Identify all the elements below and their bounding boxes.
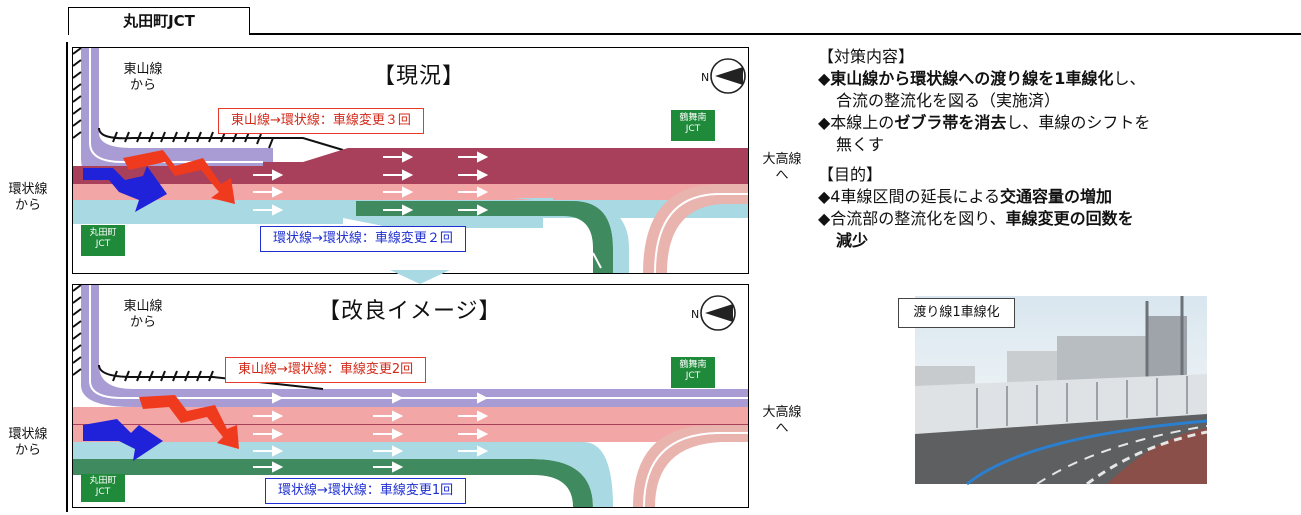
measures-item-1-line2: 合流の整流化を図る（実施済） xyxy=(836,91,1061,110)
lane-arrows xyxy=(253,151,489,216)
higashiyama-label-2: 東山線から xyxy=(123,299,163,330)
ring-from-label-2: 環状線から xyxy=(8,427,48,458)
purpose-item-2: ◆合流部の整流化を図り、車線変更の回数を xyxy=(818,209,1134,228)
lane-green-2 xyxy=(73,459,593,507)
blue-arrow xyxy=(83,166,167,212)
diagram-current: N 東山線から 【現況】 東山線→環状線：車線変更３回 環状線→環状線：車線変更… xyxy=(72,47,749,274)
current-note-red: 東山線→環状線：車線変更３回 xyxy=(218,108,424,134)
compass-icon-2: N xyxy=(691,295,736,331)
photo-caption: 渡り線1車線化 xyxy=(898,298,1015,328)
lane-arrows-2 xyxy=(253,392,489,473)
road-photo-image xyxy=(877,296,1208,501)
red-arrow xyxy=(123,150,235,204)
purpose-item-2-line2: 減少 xyxy=(836,231,869,250)
purpose-heading: 【目的】 xyxy=(818,165,883,184)
frame-left-rule xyxy=(66,42,68,512)
ring-from-label: 環状線から xyxy=(8,182,48,213)
svg-text:N: N xyxy=(701,71,709,84)
improved-title: 【改良イメージ】 xyxy=(318,299,502,324)
blue-arrow-2 xyxy=(83,419,163,461)
compass-icon: N xyxy=(701,58,746,94)
improved-note-blue: 環状線→環状線：車線変更1回 xyxy=(265,478,467,504)
improved-note-red: 東山線→環状線：車線変更2回 xyxy=(225,357,427,383)
current-note-blue: 環状線→環状線：車線変更２回 xyxy=(260,226,466,252)
measures-heading: 【対策内容】 xyxy=(818,47,915,66)
lane-lightblue-2 xyxy=(73,442,533,459)
measures-item-1: ◆東山線から環状線への渡り線を1車線化し、 xyxy=(818,69,1146,88)
page-title: 丸田町JCT xyxy=(68,7,250,35)
diagram-improved: N 東山線から 【改良イメージ】 東山線→環状線：車線変更2回 環状線→環状線：… xyxy=(72,284,749,508)
svg-text:N: N xyxy=(691,308,699,321)
purpose-item-1: ◆4車線区間の延長による交通容量の増加 xyxy=(818,187,1113,206)
higashiyama-label: 東山線から xyxy=(123,62,163,93)
otaka-label-2: 大高線へ xyxy=(762,405,802,436)
red-arrow-2 xyxy=(139,395,239,449)
measures-item-2: ◆本線上のゼブラ帯を消去し、車線のシフトを xyxy=(818,113,1151,132)
ramp-purple xyxy=(81,48,273,176)
lane-green xyxy=(356,201,613,273)
transition-chevron xyxy=(390,270,450,284)
measures-item-2-line2: 無くす xyxy=(836,135,885,154)
lane-maroon xyxy=(263,148,748,176)
lane-pink-2 xyxy=(73,407,748,424)
site-photo xyxy=(877,296,1208,501)
otaka-label: 大高線へ xyxy=(762,152,802,183)
ramp-salmon xyxy=(643,184,748,273)
ramp-salmon-2 xyxy=(633,425,748,507)
improved-road-diagram: N xyxy=(73,285,748,507)
measures-section: 【対策内容】 ◆東山線から環状線への渡り線を1車線化し、 合流の整流化を図る（実… xyxy=(818,46,1288,252)
current-title: 【現況】 xyxy=(373,64,466,89)
current-road-diagram: N xyxy=(73,48,748,273)
header-rule xyxy=(250,33,1301,35)
ramp-purple-2 xyxy=(81,285,748,407)
